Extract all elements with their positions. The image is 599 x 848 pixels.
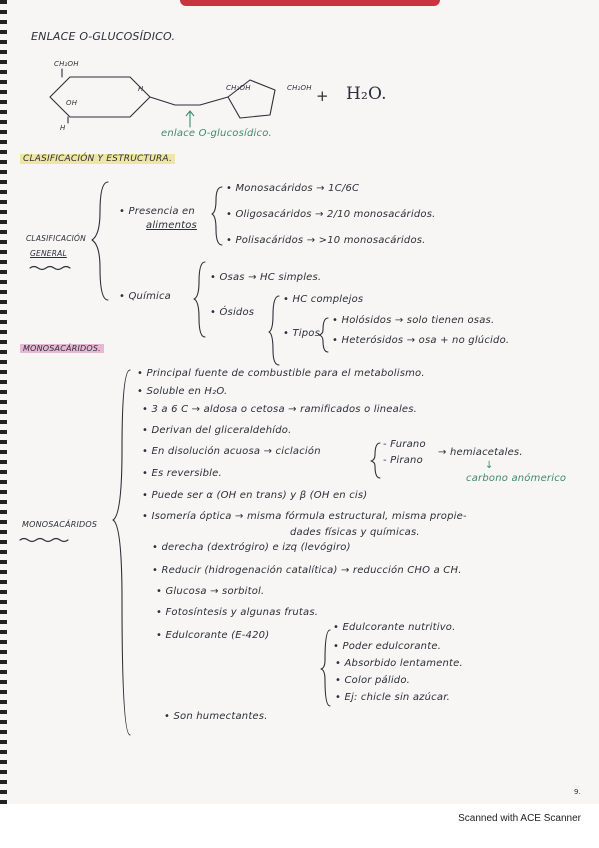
anomeric-carbon-note: carbono anómerico bbox=[466, 473, 567, 484]
edulcorante-item: • Absorbido lentamente. bbox=[335, 658, 463, 669]
presence-item: • Monosacáridos → 1C/6C bbox=[226, 183, 360, 194]
edulcorante-item: • Ej: chicle sin azúcar. bbox=[335, 692, 450, 703]
edulcorante-item: • Edulcorante nutritivo. bbox=[333, 622, 456, 633]
hexose-ring-shape bbox=[49, 76, 151, 118]
list-item: • 3 a 6 C → aldosa o cetosa → ramificado… bbox=[142, 404, 418, 415]
list-item: • En disolución acuosa → ciclación bbox=[142, 446, 321, 457]
plus-sign: + bbox=[316, 87, 329, 105]
edulcorante-item: • Color pálido. bbox=[335, 675, 411, 686]
page-number: 9. bbox=[574, 788, 582, 796]
brace-monosaccharides bbox=[112, 369, 131, 736]
notebook-page: ENLACE O-GLUCOSÍDICO. CH₂OH H OH H CH₂OH… bbox=[0, 0, 599, 804]
molecule-label: CH₂OH bbox=[54, 60, 79, 68]
monosaccharides-heading: MONOSACÁRIDOS. bbox=[20, 344, 104, 353]
presence-label: alimentos bbox=[146, 220, 197, 231]
section-title: ENLACE O-GLUCOSÍDICO. bbox=[31, 30, 176, 43]
disaccharide-structure-drawing bbox=[19, 68, 381, 736]
glycosidic-bond-line bbox=[149, 96, 229, 106]
water-formula: H₂O. bbox=[346, 84, 387, 104]
osidos-subitem: • Tipos bbox=[283, 328, 321, 339]
classification-heading: CLASIFICACIÓN Y ESTRUCTURA. bbox=[20, 154, 176, 164]
molecule-label: CH₂OH bbox=[287, 84, 312, 92]
list-item: • Edulcorante (E-420) bbox=[156, 630, 270, 641]
tipos-item: • Holósidos → solo tienen osas. bbox=[332, 315, 495, 326]
brace-osidos bbox=[268, 295, 280, 366]
brace-presence bbox=[211, 186, 223, 246]
brace-tipos bbox=[318, 317, 329, 353]
tipos-item: • Heterósidos → osa + no glúcido. bbox=[332, 335, 510, 346]
squiggle-underline bbox=[19, 537, 69, 543]
chemical-label: • Química bbox=[119, 291, 172, 302]
arrow-head bbox=[185, 110, 195, 117]
presence-label: • Presencia en bbox=[119, 206, 195, 217]
molecule-label: CH₂OH bbox=[226, 84, 251, 92]
list-item: • Fotosíntesis y algunas frutas. bbox=[156, 607, 319, 618]
ciclacion-item: - Furano bbox=[383, 439, 426, 450]
brace-chemical bbox=[193, 261, 206, 338]
list-item: • Puede ser α (OH en trans) y β (OH en c… bbox=[142, 490, 368, 501]
list-item: • Son humectantes. bbox=[164, 711, 268, 722]
molecule-label: H bbox=[138, 85, 144, 93]
general-label: CLASIFICACIÓN bbox=[26, 234, 86, 243]
edulcorante-item: • Poder edulcorante. bbox=[333, 641, 442, 652]
page-top-edge bbox=[180, 0, 440, 6]
list-item: • Soluble en H₂O. bbox=[137, 386, 228, 397]
pentose-ring-shape bbox=[227, 79, 276, 119]
spiral-binding bbox=[0, 0, 7, 804]
osas-item: • Osas → HC simples. bbox=[210, 272, 322, 283]
monosaccharides-side-label: MONOSACÁRIDOS bbox=[22, 520, 98, 529]
list-item: • derecha (dextrógiro) e izq (levógiro) bbox=[152, 542, 351, 553]
hemiacetal-note: → hemiacetales. bbox=[438, 447, 523, 458]
list-item: • Principal fuente de combustible para e… bbox=[137, 368, 425, 379]
general-label: GENERAL bbox=[30, 249, 67, 258]
ciclacion-item: - Pirano bbox=[383, 455, 423, 466]
scanner-credit: Scanned with ACE Scanner bbox=[458, 813, 581, 824]
list-item: • Glucosa → sorbitol. bbox=[156, 586, 265, 597]
osidos-item: • Ósidos bbox=[210, 307, 255, 318]
osidos-subitem: • HC complejos bbox=[283, 294, 364, 305]
list-item-continuation: dades físicas y químicas. bbox=[290, 527, 420, 538]
list-item: • Reducir (hidrogenación catalítica) → r… bbox=[152, 565, 462, 576]
list-item: • Isomería óptica → misma fórmula estruc… bbox=[142, 511, 467, 522]
brace-ciclacion bbox=[370, 442, 381, 479]
hemiacetal-arrow: ↓ bbox=[485, 460, 494, 471]
brace-classification bbox=[91, 181, 109, 301]
bond-caption: enlace O-glucosídico. bbox=[161, 128, 272, 139]
squiggle-underline bbox=[29, 265, 71, 271]
brace-edulcorante bbox=[320, 629, 331, 707]
presence-item: • Polisacáridos → >10 monosacáridos. bbox=[226, 235, 426, 246]
list-item: • Es reversible. bbox=[142, 468, 222, 479]
list-item: • Derivan del gliceraldehído. bbox=[142, 425, 292, 436]
presence-item: • Oligosacáridos → 2/10 monosacáridos. bbox=[226, 209, 436, 220]
molecule-label: H bbox=[60, 124, 66, 132]
molecule-label: OH bbox=[66, 99, 78, 107]
